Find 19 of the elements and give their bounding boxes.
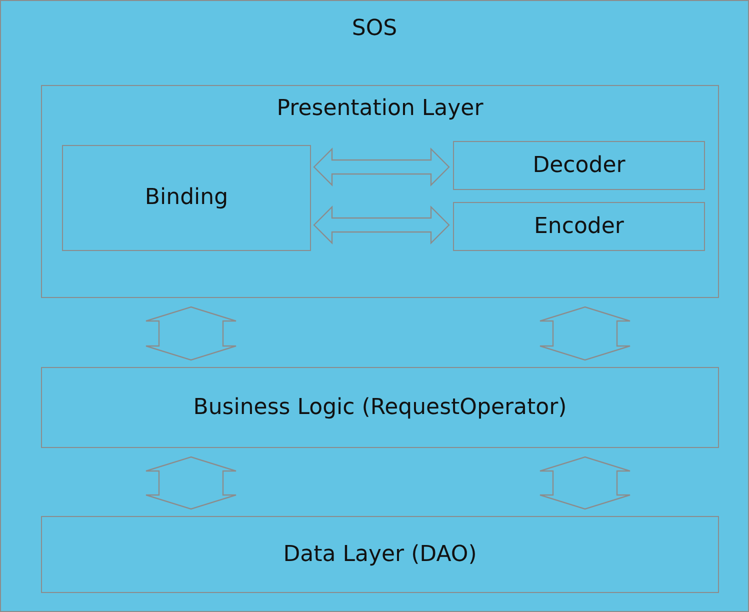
box-label: Encoder: [534, 212, 624, 240]
layer-box: [41, 85, 719, 298]
layer-box: [453, 202, 705, 251]
layer-box: [41, 367, 719, 448]
layer-box: [41, 516, 719, 593]
layer-box: [453, 141, 705, 190]
block-arrow: [539, 456, 631, 510]
box-label: Business Logic (RequestOperator): [193, 394, 567, 422]
box-label: Data Layer (DAO): [283, 540, 477, 568]
box-label: Presentation Layer: [276, 95, 484, 122]
block-arrow: [313, 148, 450, 186]
box-label: SOS: [352, 15, 398, 42]
layer-box: [62, 145, 311, 251]
box-label: Decoder: [532, 152, 626, 180]
block-arrow: [145, 456, 237, 510]
block-arrow: [313, 206, 450, 244]
block-arrow: [145, 306, 237, 361]
block-arrow: [539, 306, 631, 361]
box-label: Binding: [144, 184, 228, 212]
